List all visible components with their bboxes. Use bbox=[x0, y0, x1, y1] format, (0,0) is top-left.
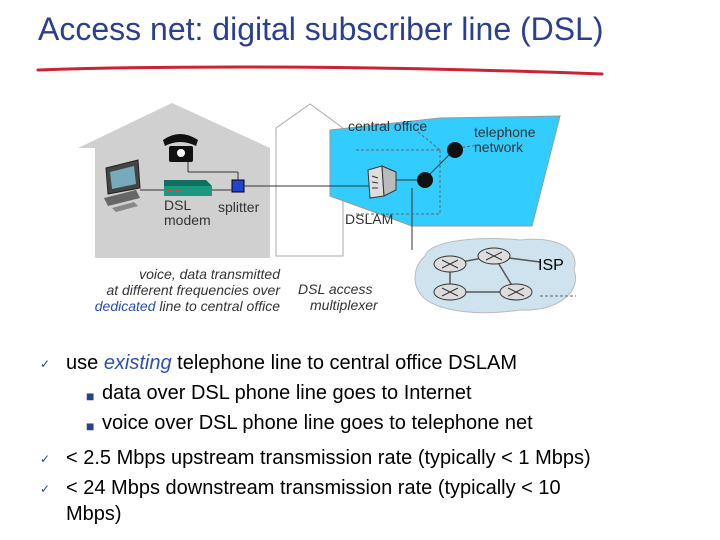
telephone-network-switch bbox=[447, 142, 463, 158]
caption-rest: line to central office bbox=[155, 298, 280, 314]
central-office-switch bbox=[417, 172, 433, 188]
dslam-desc-line-1: DSL access bbox=[298, 281, 373, 297]
caption-highlight: dedicated bbox=[94, 298, 156, 314]
square-bullet-icon: ■ bbox=[86, 418, 95, 434]
telephone-network-label: telephone network bbox=[474, 125, 564, 155]
slide-title: Access net: digital subscriber line (DSL… bbox=[38, 11, 604, 47]
dsl-modem-text: DSL modem bbox=[164, 197, 211, 228]
splitter-label: splitter bbox=[218, 199, 260, 215]
isp-label: ISP bbox=[538, 257, 564, 274]
telephone-network-text: telephone network bbox=[474, 124, 536, 155]
central-office-area bbox=[329, 115, 561, 227]
dslam-description: DSL access multiplexer bbox=[298, 281, 378, 313]
bullet-marker-icon: ✓ bbox=[40, 482, 51, 496]
title-underline bbox=[36, 65, 604, 76]
dslam-desc-line-2: multiplexer bbox=[310, 297, 378, 313]
caption-line-3: dedicated line to central office bbox=[40, 298, 280, 314]
bullet-text: Mbps) bbox=[66, 503, 122, 525]
dsl-modem-label: DSL modem bbox=[164, 198, 216, 228]
caption-line-1: voice, data transmitted bbox=[139, 266, 280, 282]
caption-line-2: at different frequencies over bbox=[106, 282, 280, 298]
dslam-label: DSLAM bbox=[345, 211, 394, 227]
dsl-diagram bbox=[78, 103, 577, 314]
bullet-marker-icon: ✓ bbox=[40, 357, 51, 371]
sub-bullet-text: data over DSL phone line goes to Interne… bbox=[102, 382, 472, 404]
transmission-caption: voice, data transmitted at different fre… bbox=[40, 266, 280, 314]
bullet-text: use existing telephone line to central o… bbox=[66, 352, 518, 374]
dsl-modem-icon bbox=[164, 180, 212, 196]
bullet-text: < 24 Mbps downstream transmission rate (… bbox=[66, 477, 561, 499]
splitter-icon bbox=[231, 179, 245, 193]
sub-bullet-text: voice over DSL phone line goes to teleph… bbox=[102, 412, 533, 434]
computer-icon bbox=[104, 159, 141, 212]
router-icon bbox=[433, 247, 533, 301]
bullet-marker-icon: ✓ bbox=[40, 452, 51, 466]
dslam-device bbox=[367, 165, 397, 199]
square-bullet-icon: ■ bbox=[86, 388, 95, 404]
telephone-icon bbox=[163, 134, 198, 162]
central-office-label: central office bbox=[348, 118, 428, 134]
bullet-text: < 2.5 Mbps upstream transmission rate (t… bbox=[66, 447, 591, 469]
